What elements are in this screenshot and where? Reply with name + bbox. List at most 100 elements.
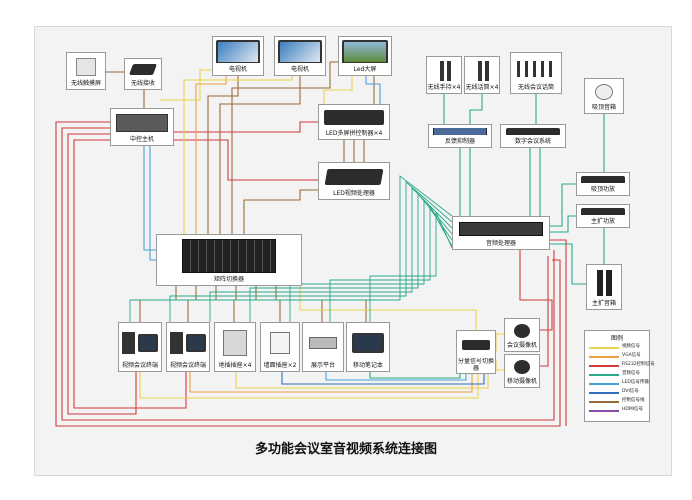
central-control-node: 中控主机 bbox=[110, 108, 174, 146]
connection-wire bbox=[369, 372, 461, 379]
led-screen-icon bbox=[342, 40, 388, 63]
connection-wire bbox=[255, 286, 323, 322]
node-label: Led大屏 bbox=[353, 66, 377, 73]
led-multi-controller-node: LED多屏拼控制器×4 bbox=[318, 104, 390, 140]
canceller-icon bbox=[504, 128, 562, 135]
ceiling-speaker-node: 吸顶音箱 bbox=[584, 78, 624, 114]
node-label: 墙面插座×2 bbox=[263, 362, 297, 369]
connection-wire bbox=[73, 139, 187, 409]
legend: 图例 视频信号 VGA信号 RS232控制信号 音频信号 LED信号传输 DVI… bbox=[584, 330, 655, 422]
node-label: 无线手持×4 bbox=[427, 84, 461, 91]
connection-wire bbox=[550, 215, 576, 233]
node-label: 视频会议终端 bbox=[121, 362, 158, 369]
connection-wire bbox=[61, 127, 555, 421]
camera-ptz-node: 会议摄像机 bbox=[504, 318, 540, 352]
microphone-icon bbox=[430, 60, 458, 81]
connection-wire bbox=[169, 181, 453, 322]
connection-wire bbox=[174, 121, 318, 133]
connection-wire bbox=[215, 286, 235, 322]
suppressor-icon bbox=[432, 128, 488, 135]
node-label: 无线会议话筒 bbox=[517, 84, 554, 91]
document-camera-icon bbox=[306, 326, 340, 359]
node-label: 电视机 bbox=[228, 66, 247, 73]
node-label: 无线话筒×4 bbox=[465, 84, 499, 91]
connection-wire bbox=[329, 205, 453, 322]
node-label: 主扩音箱 bbox=[591, 300, 616, 307]
connection-wire bbox=[550, 243, 586, 285]
connection-wire bbox=[187, 286, 197, 322]
connection-wire bbox=[289, 198, 453, 322]
video-conf-terminal-node: 视频会议终端 bbox=[118, 322, 162, 372]
floor-socket-node: 地插插座×4 bbox=[214, 322, 256, 372]
pc-conf-terminal-node: 视频会议终端 bbox=[166, 322, 210, 372]
matrix-icon bbox=[160, 238, 298, 273]
legend-item: RS232控制信号 bbox=[589, 361, 655, 369]
tv-right-node: 电视机 bbox=[274, 36, 326, 76]
laptop-node: 移动笔记本 bbox=[346, 322, 390, 372]
legend-swatch bbox=[589, 383, 619, 385]
legend-item: HDMI信号 bbox=[589, 406, 646, 414]
pc-icon bbox=[170, 326, 206, 359]
legend-item: LED信号传输 bbox=[589, 379, 649, 387]
wall-panel-icon bbox=[264, 326, 296, 359]
wireless-touchscreen-node: 无线触摸屏 bbox=[66, 52, 106, 90]
legend-item: VGA信号 bbox=[589, 352, 646, 360]
connection-wire bbox=[231, 61, 338, 234]
wall-panel-node: 墙面插座×2 bbox=[260, 322, 300, 372]
diagram-title: 多功能会议室音视频系统连接图 bbox=[254, 442, 437, 457]
amplifier-icon bbox=[580, 176, 626, 183]
legend-label: 音频信号 bbox=[622, 371, 640, 376]
node-label: 中控主机 bbox=[129, 136, 154, 143]
floor-socket-icon bbox=[218, 326, 252, 359]
wireless-mic-2-node: 无线话筒×4 bbox=[464, 56, 500, 94]
tv-icon bbox=[278, 40, 322, 63]
legend-item: 视频信号 bbox=[589, 343, 646, 351]
connection-wire bbox=[129, 175, 453, 322]
led-screen-node: Led大屏 bbox=[338, 36, 392, 76]
legend-label: LED信号传输 bbox=[622, 380, 649, 385]
node-label: 吸顶功放 bbox=[590, 186, 615, 193]
node-label: 反馈抑制器 bbox=[444, 138, 475, 145]
audio-processor-icon bbox=[456, 220, 546, 237]
document-camera-node: 展示平台 bbox=[302, 322, 344, 372]
node-label: LED视频处理器 bbox=[333, 190, 375, 197]
legend-item: 控制信号线 bbox=[589, 397, 646, 405]
signal-switcher-node: 分量信号切换器 bbox=[456, 330, 496, 374]
node-label: 电视机 bbox=[290, 66, 309, 73]
connection-wire bbox=[189, 372, 473, 393]
connection-wire bbox=[323, 76, 353, 104]
node-label: 无线触摸屏 bbox=[70, 80, 101, 87]
legend-item: DVI信号 bbox=[589, 388, 646, 396]
connection-wire bbox=[219, 76, 301, 234]
connection-wire bbox=[143, 146, 156, 251]
node-label: 无线接收 bbox=[130, 80, 155, 87]
node-label: LED多屏拼控制器×4 bbox=[325, 130, 383, 137]
main-speaker-node: 主扩音箱 bbox=[586, 264, 622, 310]
connection-wire bbox=[299, 286, 477, 330]
connection-wire bbox=[469, 94, 483, 124]
speaker-icon bbox=[588, 82, 620, 101]
power-amp-2-node: 主扩功放 bbox=[576, 204, 630, 228]
legend-swatch bbox=[589, 401, 619, 403]
connection-wire bbox=[55, 121, 561, 427]
connection-wire bbox=[207, 76, 239, 234]
connection-wire bbox=[67, 133, 137, 415]
switcher-icon bbox=[460, 334, 492, 355]
legend-label: RS232控制信号 bbox=[622, 362, 655, 367]
conference-mic-node: 无线会议话筒 bbox=[510, 52, 562, 94]
node-label: 视频会议终端 bbox=[169, 362, 206, 369]
connection-wire bbox=[495, 333, 504, 352]
connection-wire bbox=[235, 372, 489, 389]
node-label: 数字会议系统 bbox=[514, 138, 551, 145]
camera-icon bbox=[508, 358, 536, 375]
conference-mic-icon bbox=[514, 56, 558, 81]
led-video-processor-node: LED视频处理器 bbox=[318, 162, 390, 200]
speaker-icon bbox=[590, 268, 618, 297]
legend-item: 音频信号 bbox=[589, 370, 646, 378]
legend-label: HDMI信号 bbox=[622, 407, 644, 412]
connection-wire bbox=[174, 139, 318, 181]
connection-wire bbox=[281, 372, 485, 385]
connection-wire bbox=[139, 372, 479, 399]
pc-icon bbox=[122, 326, 158, 359]
node-label: 主扩功放 bbox=[590, 218, 615, 225]
